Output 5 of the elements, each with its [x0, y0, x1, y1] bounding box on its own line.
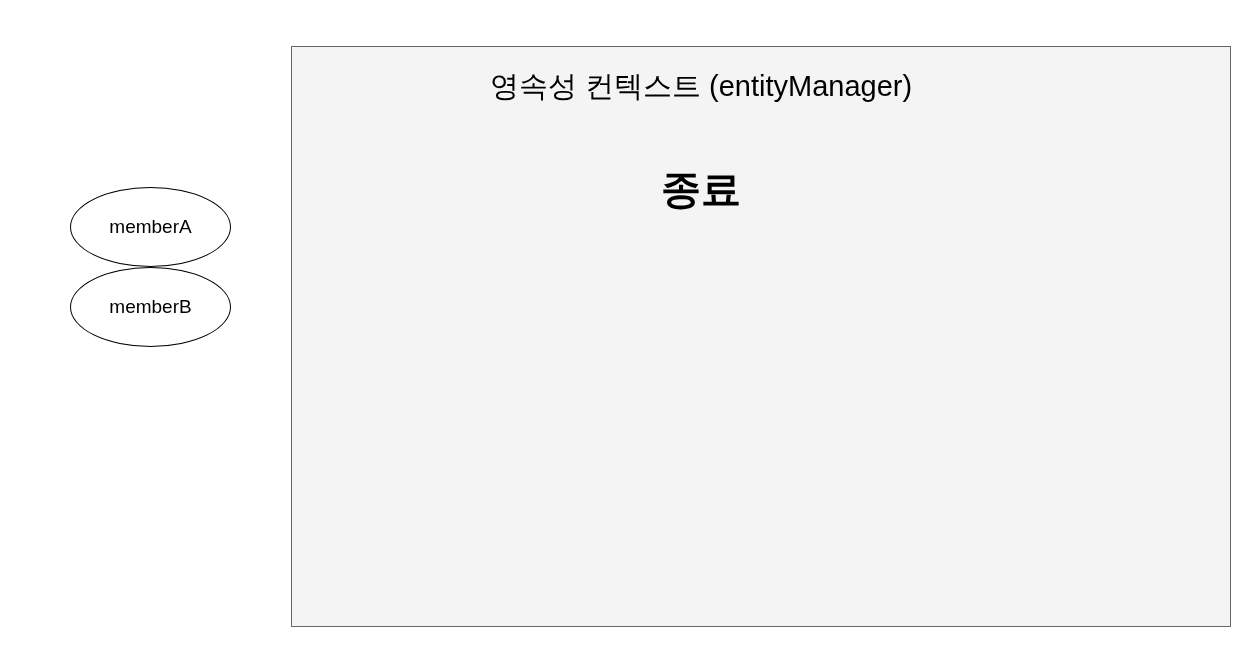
- title-text: 영속성 컨텍스트 (entityManager): [489, 69, 913, 104]
- entity-label: memberB: [109, 296, 192, 318]
- status-text: 종료: [661, 166, 741, 213]
- context-box: [291, 46, 1231, 627]
- entity-label: memberA: [109, 216, 192, 238]
